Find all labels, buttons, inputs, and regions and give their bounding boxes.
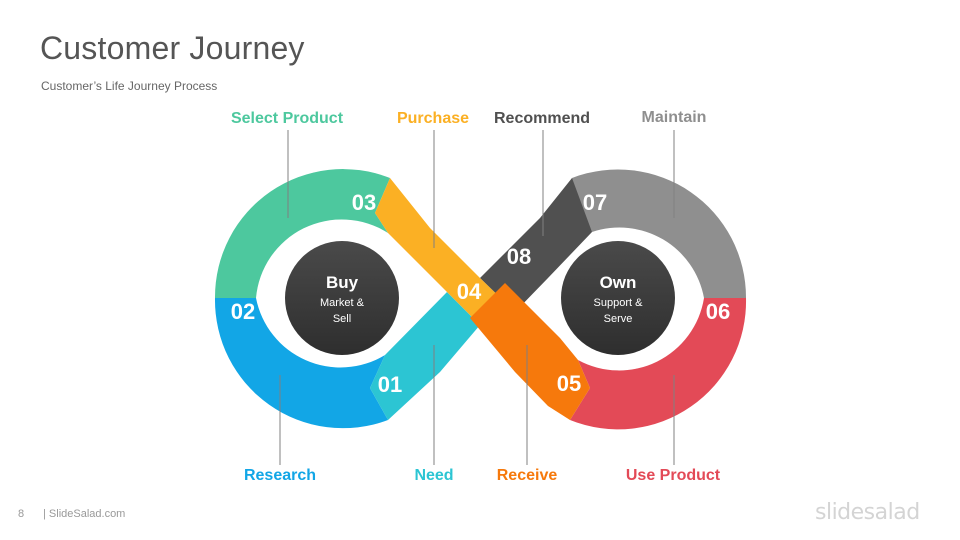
segment-01-number: 01 (378, 372, 402, 397)
label-research: Research (243, 467, 317, 484)
label-need: Need (414, 467, 454, 484)
page-number: 8 (18, 508, 25, 520)
left-hub-line2: Sell (333, 313, 351, 325)
segment-06-number: 06 (706, 299, 730, 324)
right-hub (561, 241, 675, 355)
label-recommend: Recommend (493, 110, 591, 127)
label-maintain: Maintain (641, 109, 707, 126)
segment-02-arc (214, 298, 388, 429)
left-hub-title: Buy (326, 273, 359, 292)
segment-05-number: 05 (557, 371, 581, 396)
segment-01-band (370, 292, 480, 420)
segment-02-number: 02 (231, 299, 255, 324)
segment-03-number: 03 (352, 190, 376, 215)
page-title: Customer Journey (40, 30, 305, 66)
segment-08-band (480, 178, 592, 312)
segment-03-arc (214, 169, 390, 298)
right-hub-line2: Serve (604, 313, 633, 325)
left-hub-line1: Market & (320, 297, 365, 309)
page-subtitle: Customer’s Life Journey Process (41, 79, 218, 93)
label-receive: Receive (496, 467, 558, 484)
segment-06-arc (570, 298, 747, 430)
brand-logo: slidesalad (815, 500, 920, 525)
segment-04-band (375, 178, 515, 325)
segment-04-number: 04 (457, 279, 482, 304)
left-hub (285, 241, 399, 355)
segment-07-number: 07 (583, 190, 607, 215)
label-select-product: Select Product (230, 110, 344, 127)
footer-source: | SlideSalad.com (43, 508, 126, 520)
right-hub-title: Own (600, 273, 637, 292)
segment-05-band (470, 283, 590, 420)
segment-07-arc (568, 169, 747, 298)
segment-08-number: 08 (507, 244, 531, 269)
label-purchase: Purchase (396, 110, 470, 127)
label-use-product: Use Product (625, 467, 721, 484)
right-hub-line1: Support & (594, 297, 644, 309)
